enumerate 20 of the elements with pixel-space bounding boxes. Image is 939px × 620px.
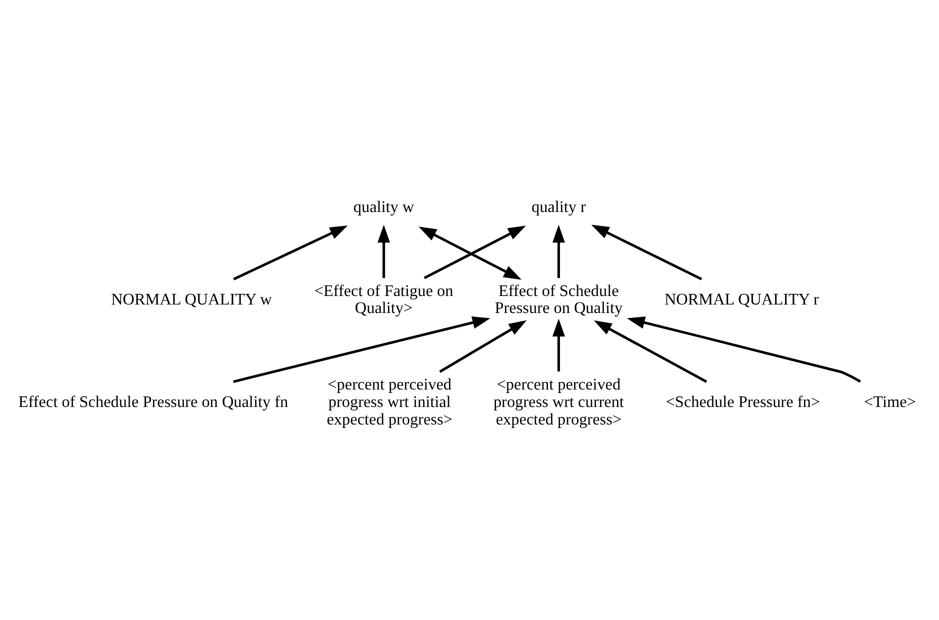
node-text: <percent perceived progress wrt initial expected progress> [326, 376, 452, 428]
node-text: NORMAL QUALITY r [664, 290, 819, 308]
arrow [378, 224, 390, 278]
arrow [626, 316, 861, 383]
node-text: <Effect of Fatigue on Quality> [314, 282, 454, 318]
node-text: <Schedule Pressure fn> [666, 392, 820, 411]
arrow [233, 226, 348, 280]
node-text: <percent perceived progress wrt current expected progress> [493, 376, 624, 428]
arrow [594, 320, 708, 383]
arrow [552, 318, 565, 372]
node-text: quality w [353, 198, 414, 216]
arrow [591, 224, 702, 280]
arrow [552, 224, 565, 278]
node-text: NORMAL QUALITY w [111, 290, 272, 308]
arrow [233, 316, 490, 383]
arrow [439, 320, 527, 373]
node-text: Effect of Schedule Pressure on Quality fn [18, 392, 288, 411]
node-text: quality r [531, 198, 586, 216]
node-text: <Time> [864, 392, 916, 411]
node-text: Effect of Schedule Pressure on Quality [494, 282, 623, 318]
